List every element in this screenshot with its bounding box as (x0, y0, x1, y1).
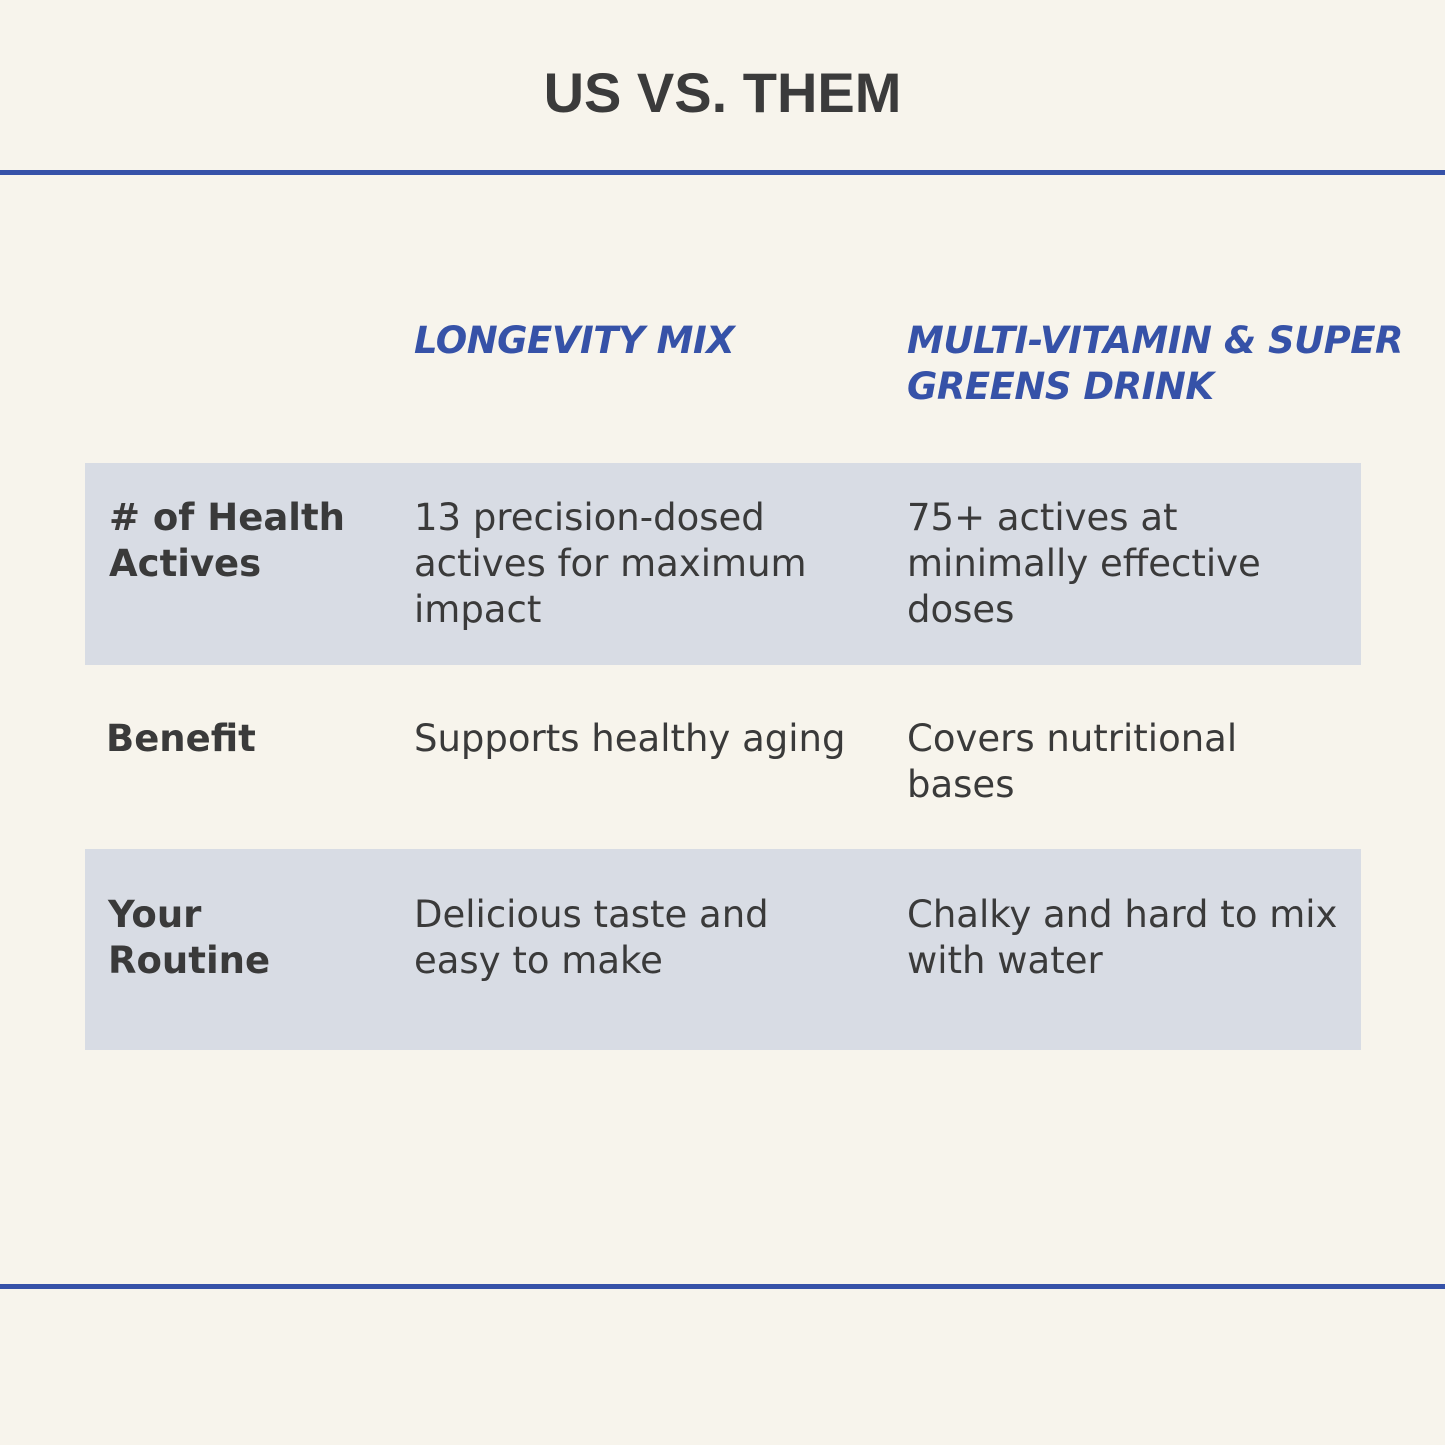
bottom-divider (0, 1284, 1445, 1289)
top-divider (0, 170, 1445, 175)
comparison-row-routine: Your Routine Delicious taste and easy to… (85, 849, 1361, 1050)
row-value-us: Delicious taste and easy to make (414, 893, 769, 982)
page-title: US VS. THEM (543, 61, 902, 124)
column-header-them: MULTI-VITAMIN & SUPER GREENS DRINK (907, 319, 1404, 408)
row-value-them: 75+ actives at minimally effective doses (907, 496, 1261, 631)
row-label: # of Health Actives (109, 496, 346, 585)
row-value-them: Covers nutritional bases (907, 717, 1238, 806)
row-value-us: 13 precision-dosed actives for maximum i… (414, 496, 807, 631)
row-label: Benefit (106, 717, 256, 760)
column-header-us: LONGEVITY MIX (414, 319, 735, 362)
row-label: Your Routine (108, 893, 271, 982)
row-value-them: Chalky and hard to mix with water (907, 893, 1338, 982)
comparison-row-benefit: Benefit Supports healthy aging Covers nu… (85, 665, 1361, 849)
comparison-row-health-actives: # of Health Actives 13 precision-dosed a… (85, 463, 1361, 665)
row-value-us: Supports healthy aging (414, 717, 846, 760)
